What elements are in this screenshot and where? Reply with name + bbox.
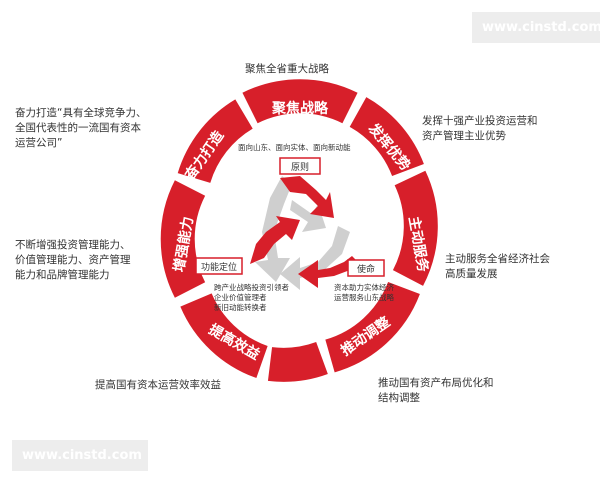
function-description-line: 新旧动能转换者 [214,303,267,312]
outer-text-line: 主动服务全省经济社会 [445,253,550,265]
ring-segment-upper-left [177,99,254,184]
outer-text-line: 推动国有资产布局优化和 [378,377,494,389]
outer-text-line: 资产管理主业优势 [422,130,506,142]
ring [160,79,438,379]
outer-text-line: 全国代表性的一流国有资本 [15,122,141,134]
inner-cycle [250,176,358,290]
function-box [195,257,243,275]
mission-label: 使命 [357,263,375,275]
outer-text-line: 发挥十强产业投资运营和 [422,115,538,127]
function-label: 功能定位 [201,261,237,273]
ring-segment-upper-right [349,97,424,177]
outer-text-line: 价值管理能力、资产管理 [15,254,131,266]
principle-description: 面向山东、面向实体、面向新动能 [238,143,351,152]
red-arrow-top [280,176,334,218]
ring-segment-bottom [267,341,328,382]
function-description-line: 跨产业战略投资引领者 [214,283,289,292]
outer-text-line: 运营公司” [15,137,63,149]
outer-text-upper-right: 发挥十强产业投资运营和 资产管理主业优势 [422,114,582,144]
ring-segment-right [392,170,438,286]
mission-description-line: 运营服务山东战略 [334,293,394,302]
outer-text-line: 结构调整 [378,392,420,404]
outer-text-top: 聚焦全省重大战略 [245,63,329,75]
red-arrow-left [250,216,300,264]
outer-text-line: 奋力打造“具有全球竞争力、 [15,107,147,119]
function-description-line: 企业价值管理者 [214,293,267,302]
mission-box [347,259,385,277]
ring-segment-lower-left [180,292,269,379]
outer-text-lower-right: 推动国有资产布局优化和 结构调整 [378,376,538,406]
principle-label: 原则 [291,161,309,173]
outer-text-lower-left: 提高国有资本运营效率效益 [95,379,221,391]
ring-segment-left [160,180,206,298]
outer-text-left: 不断增强投资管理能力、 价值管理能力、资产管理 能力和品牌管理能力 [15,238,165,283]
principle-box [279,157,321,175]
mission-description: 资本助力实体经济 运营服务山东战略 [334,283,414,303]
segment-label-top: 聚焦战略 [271,100,329,117]
outer-text-line: 能力和品牌管理能力 [15,269,110,281]
function-description: 跨产业战略投资引领者 企业价值管理者 新旧动能转换者 [214,283,304,313]
watermark-bottom: www.cinstd.com [12,440,148,471]
gray-arrow-right [280,226,350,290]
outer-text-right: 主动服务全省经济社会 高质量发展 [445,252,585,282]
outer-text-line: 高质量发展 [445,268,498,280]
mission-description-line: 资本助力实体经济 [334,283,394,292]
outer-text-line: 不断增强投资管理能力、 [15,239,131,251]
ring-segment-top [242,79,358,124]
ring-segment-lower-right [324,281,420,373]
red-arrow-right [298,256,358,288]
outer-text-upper-left: 奋力打造“具有全球竞争力、 全国代表性的一流国有资本 运营公司” [15,106,185,151]
watermark-top: www.cinstd.com [472,12,600,43]
